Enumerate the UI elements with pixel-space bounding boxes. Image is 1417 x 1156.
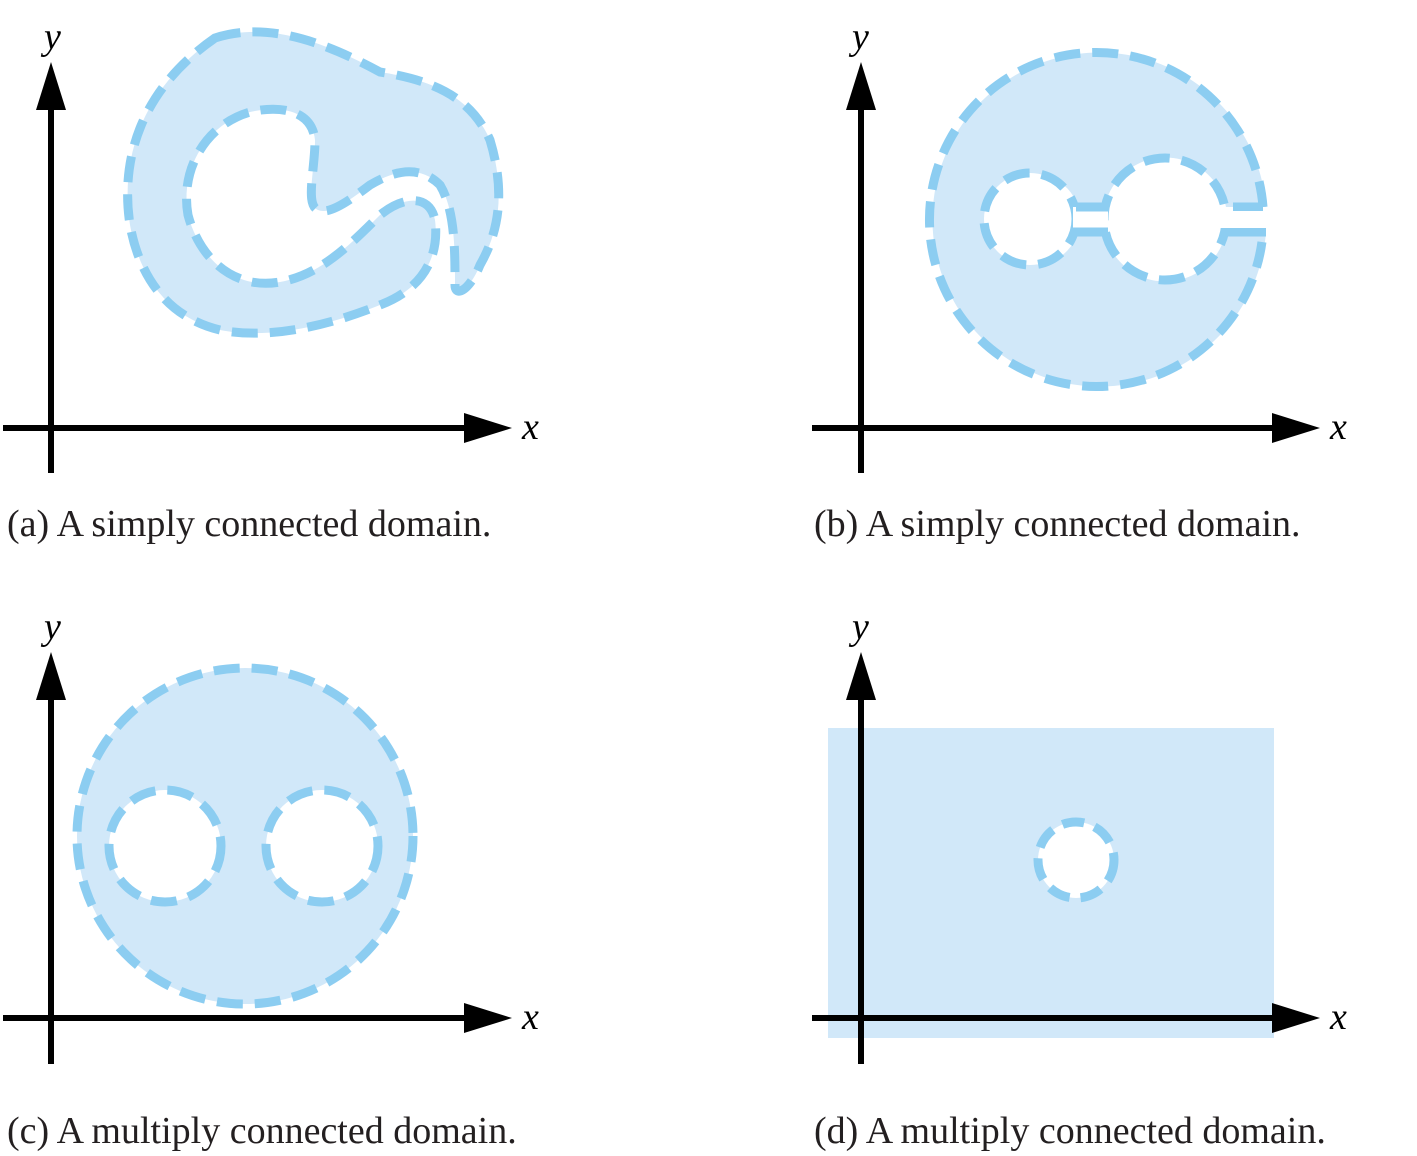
slit-opening-b [1220,211,1270,228]
x-axis-label-c: x [522,996,539,1038]
panel-a: y x (a) A simply connected domain. [0,0,700,570]
panel-c: y x (c) A multiply connected domain. [0,590,700,1156]
x-axis-arrow-c [464,1003,512,1033]
y-axis-arrow-a [36,62,66,110]
y-axis-label-b: y [852,16,869,58]
panel-a-figure [3,27,512,473]
y-axis-arrow-d [846,652,876,700]
x-axis-arrow-a [464,413,512,443]
domain-region-b [932,52,1266,387]
panel-b-figure [812,48,1320,473]
y-axis-arrow-b [846,62,876,110]
panel-d-figure [812,652,1320,1064]
x-axis-label-b: x [1330,406,1347,448]
x-axis-arrow-b [1272,413,1320,443]
panel-b: y x (b) A simply connected domain. [808,0,1417,570]
x-axis-arrow-d [1272,1003,1320,1033]
y-axis-arrow-c [36,652,66,700]
outer-disk-c [72,663,418,1009]
panel-c-figure [3,652,512,1064]
right-hole-b [1099,153,1231,285]
panel-d: y x (d) A multiply connected domain. [808,590,1417,1156]
left-hole-b [979,168,1081,270]
domain-region-a [123,27,504,338]
right-hole-c [261,785,383,907]
caption-a: (a) A simply connected domain. [7,503,492,545]
x-axis-label-a: x [522,406,539,448]
y-axis-label-d: y [852,606,869,648]
left-hole-c [104,785,226,907]
outer-boundary-b [924,48,1268,391]
caption-c: (c) A multiply connected domain. [7,1110,517,1152]
y-axis-label-c: y [44,606,61,648]
y-axis-label-a: y [44,16,61,58]
hole-d [1033,817,1119,903]
caption-d: (d) A multiply connected domain. [814,1110,1326,1152]
x-axis-label-d: x [1330,996,1347,1038]
caption-b: (b) A simply connected domain. [814,503,1301,545]
